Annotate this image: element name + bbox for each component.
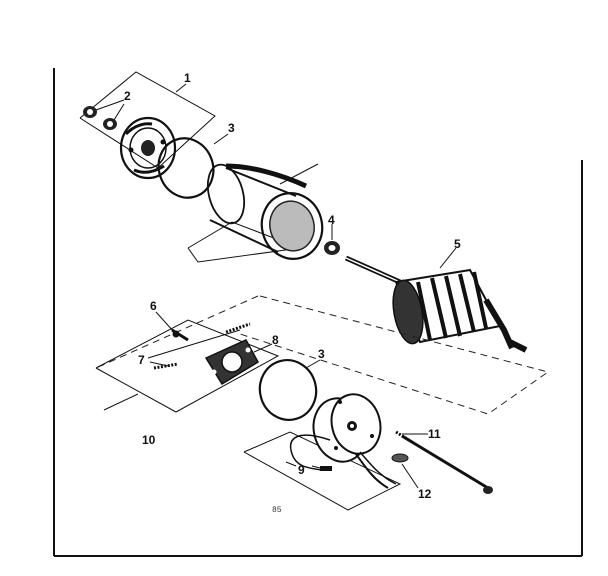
- label-8: 8: [272, 333, 279, 347]
- leader-lines: [95, 83, 457, 489]
- through-bolt: [395, 430, 493, 494]
- label-11: 11: [428, 427, 441, 441]
- label-6: 6: [150, 299, 157, 313]
- end-head-assembly: [243, 386, 493, 511]
- label-3a: 3: [228, 121, 235, 135]
- label-1: 1: [184, 71, 191, 85]
- thrust-washer: [324, 241, 340, 255]
- insulator: [391, 453, 409, 463]
- label-9: 9: [298, 463, 305, 477]
- label-12: 12: [418, 487, 432, 501]
- armature: [344, 255, 528, 353]
- brush-plate-assembly: [95, 319, 280, 413]
- label-7: 7: [138, 353, 145, 367]
- end-head: [312, 386, 382, 463]
- label-2: 2: [124, 89, 131, 103]
- label-3b: 3: [318, 347, 325, 361]
- diagram-border: [53, 68, 583, 557]
- o-ring-lower: [258, 359, 318, 421]
- motor-housing: [187, 163, 324, 263]
- end-cap-assembly: [79, 71, 216, 180]
- assembly-outline: [239, 295, 550, 415]
- end-cap: [119, 116, 177, 180]
- screw: [171, 328, 189, 342]
- label-4: 4: [328, 213, 335, 227]
- group-bracket: [103, 393, 139, 411]
- label-10: 10: [142, 433, 156, 447]
- nut-pair: [83, 106, 117, 130]
- o-ring-upper: [157, 137, 215, 199]
- lead-wire: [289, 434, 397, 489]
- drawing-code: 85: [272, 506, 282, 515]
- callout-labels: 1 2 3 4 5 6 7 8 3 10 11 9 12 85: [124, 71, 461, 515]
- brush-holder-plate: [204, 339, 260, 386]
- label-5: 5: [454, 237, 461, 251]
